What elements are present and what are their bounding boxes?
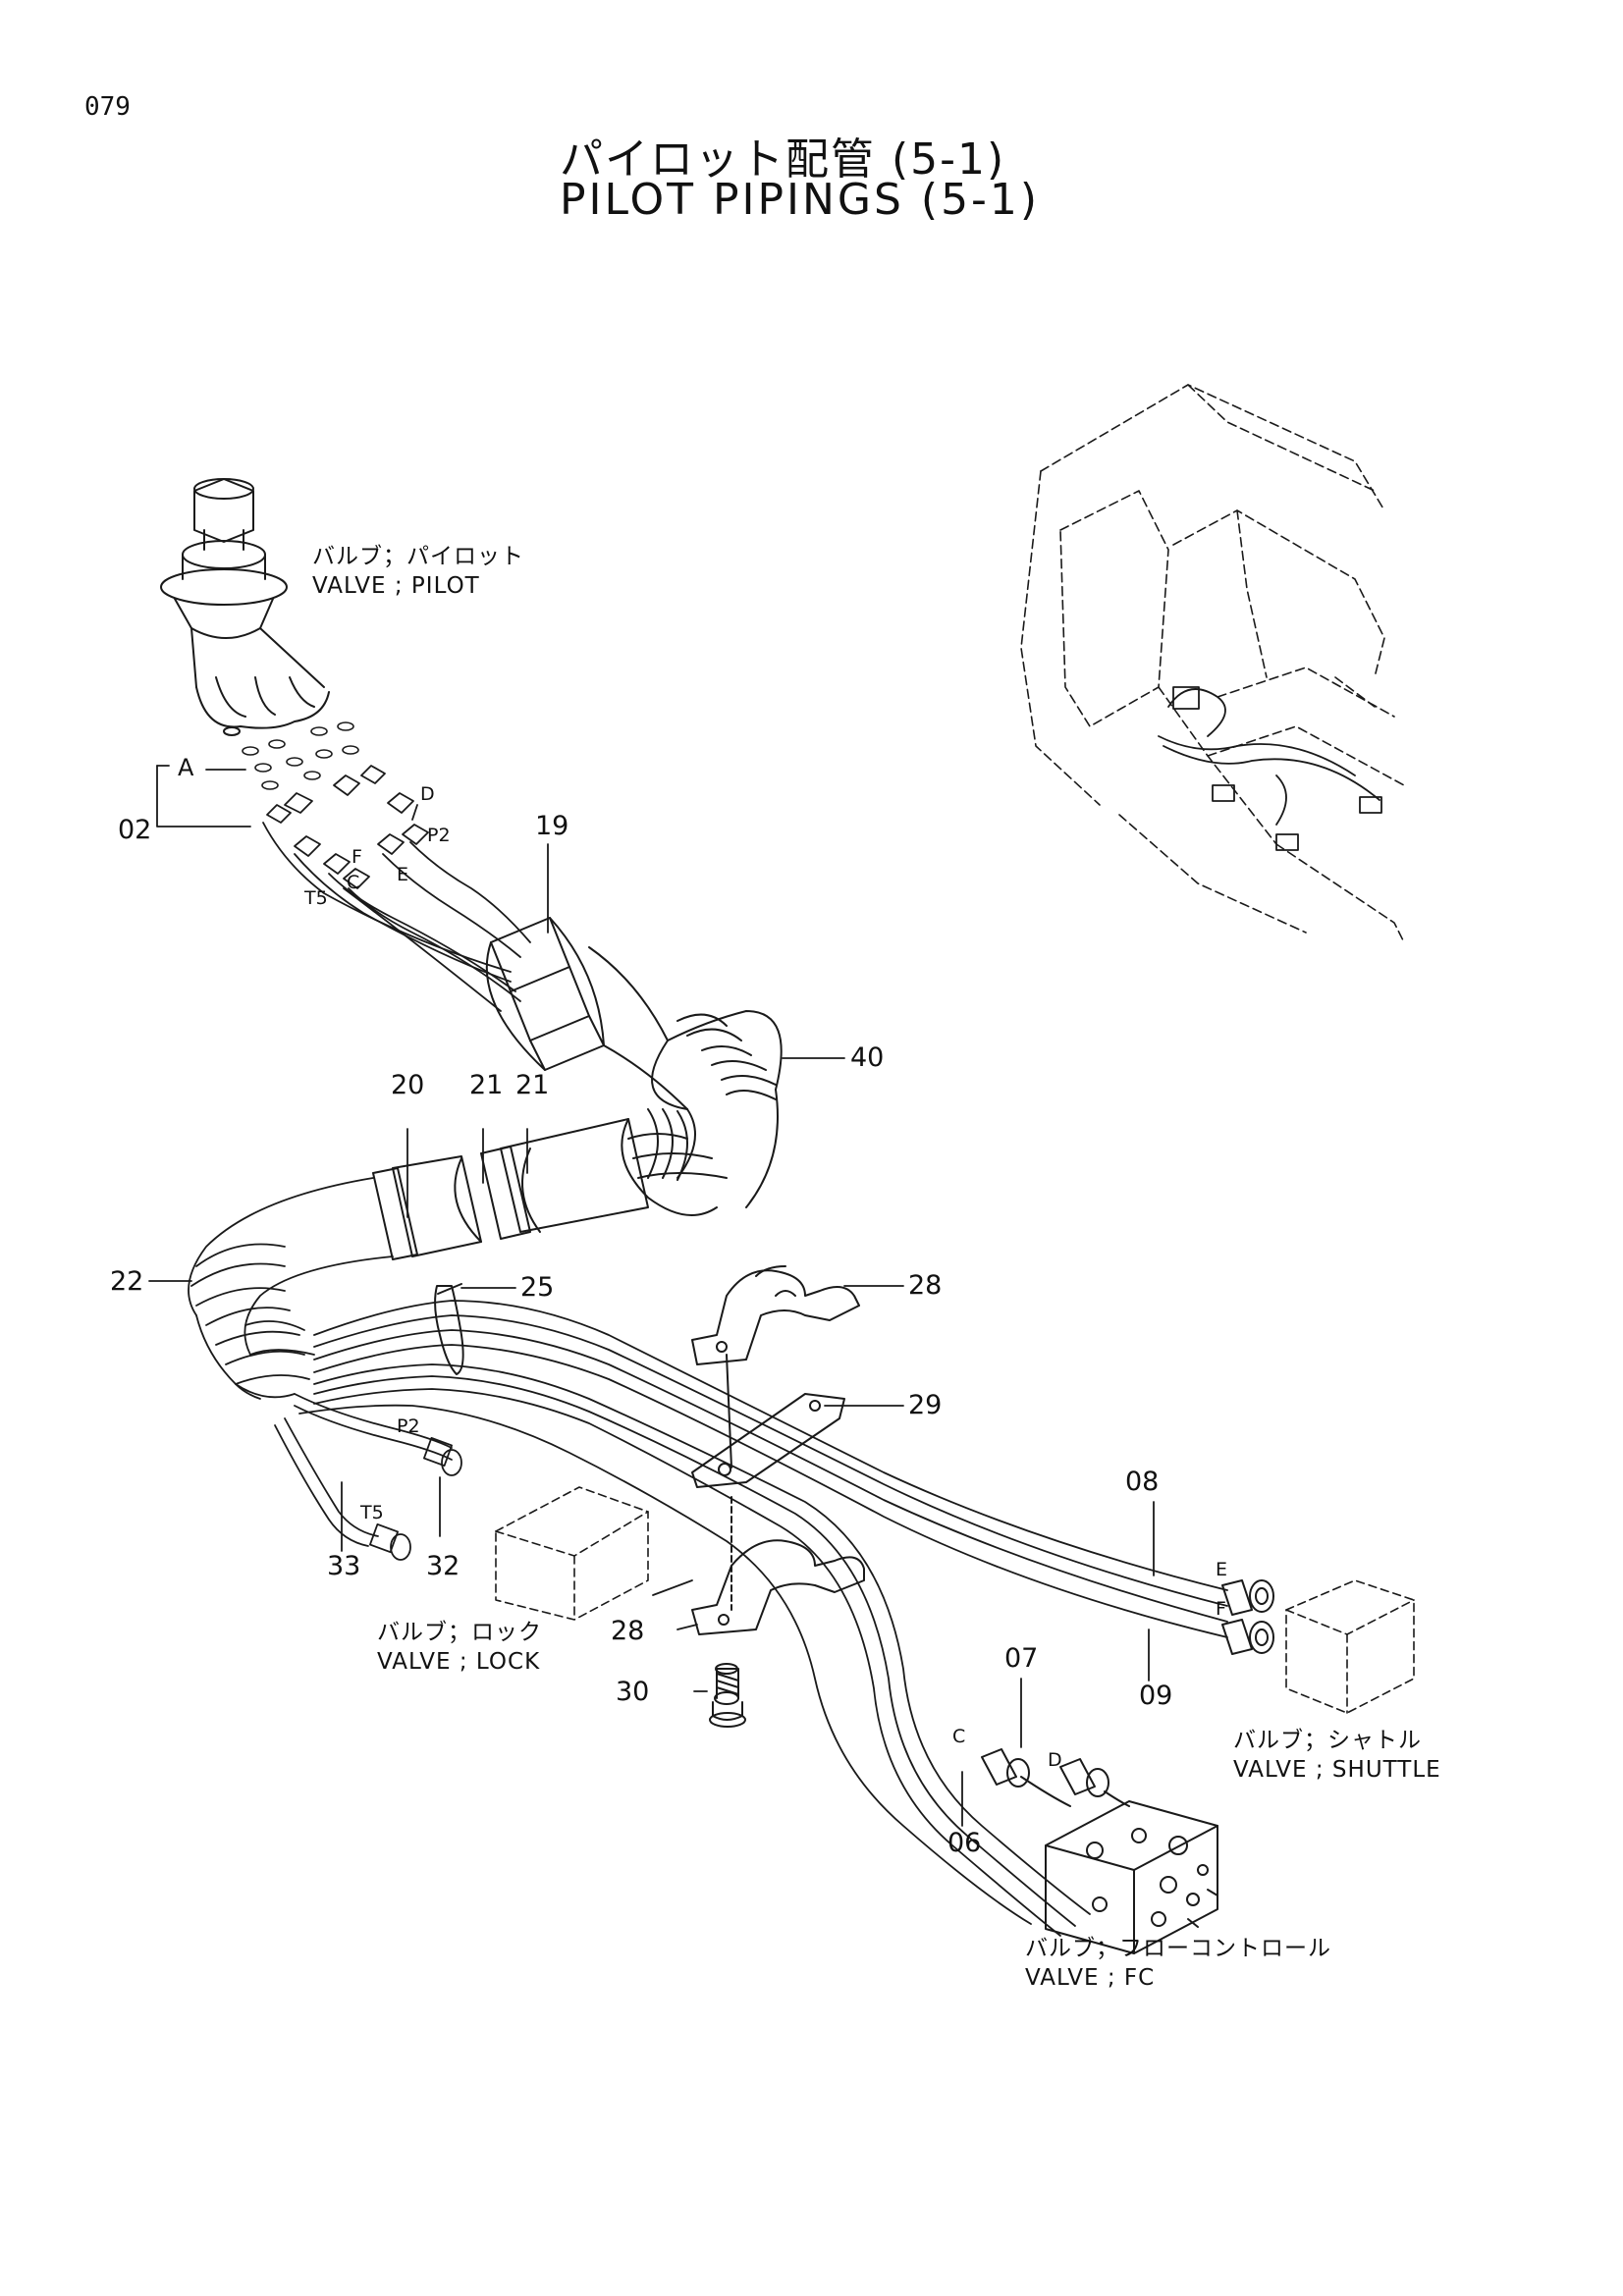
title-japanese: パイロット配管 (5-1) [560, 134, 1006, 185]
callout-32: 32 [426, 1551, 460, 1581]
port-label-c-low: C [952, 1726, 966, 1747]
port-label-d-low: D [1048, 1749, 1062, 1771]
pilot-valve-drawing [160, 478, 330, 736]
port-label-e-top: E [397, 864, 409, 885]
callout-02: 02 [118, 815, 152, 845]
callout-06: 06 [947, 1828, 982, 1858]
bolt-30 [709, 1663, 746, 1728]
label-valve-shuttle-jp: バルブ；シャトル [1233, 1728, 1422, 1753]
callout-19: 19 [535, 811, 569, 841]
title-english: PILOT PIPINGS (5-1) [560, 175, 1041, 225]
cab-sketch [1020, 384, 1405, 943]
page-number: 079 [84, 92, 131, 122]
fittings-top [266, 765, 429, 889]
port-label-e-right: E [1216, 1559, 1228, 1580]
o-rings [242, 721, 359, 790]
callout-09: 09 [1139, 1681, 1173, 1711]
callout-28-upper: 28 [908, 1270, 943, 1301]
hoses-lock-valve [274, 1393, 462, 1561]
port-label-f-right: F [1216, 1598, 1226, 1620]
plate-29 [691, 1354, 845, 1488]
callout-40: 40 [850, 1042, 885, 1073]
label-valve-lock-jp: バルブ；ロック [377, 1620, 542, 1645]
port-label-c-top: C [347, 872, 360, 893]
callout-07: 07 [1004, 1643, 1039, 1674]
label-valve-shuttle-en: VALVE ; SHUTTLE [1233, 1757, 1441, 1783]
callout-25: 25 [520, 1272, 555, 1303]
hose-bundle-upper [262, 822, 531, 1012]
clamp-28-upper [691, 1265, 860, 1365]
shuttle-valve-box [1285, 1579, 1415, 1714]
fc-valve-block [1045, 1800, 1218, 1954]
sleeve-19 [485, 917, 605, 1071]
port-label-d-top: D [420, 783, 435, 805]
clamp-25 [434, 1283, 464, 1375]
label-valve-lock: バルブ；ロック VALVE ; LOCK [377, 1618, 542, 1677]
corrugated-tube-40 [588, 946, 783, 1216]
port-label-t5-low: T5 [360, 1502, 384, 1523]
hose-bundle-main [298, 1300, 1228, 1937]
port-label-p2-low: P2 [397, 1415, 420, 1437]
callout-29: 29 [908, 1390, 943, 1420]
callout-08: 08 [1125, 1467, 1160, 1497]
leader-lines [148, 765, 1155, 1827]
callout-21-right: 21 [515, 1070, 550, 1100]
fittings-shuttle [1221, 1579, 1274, 1655]
port-label-t5-top: T5 [304, 887, 328, 909]
sleeves-20-21 [372, 1118, 649, 1260]
callout-28-lower: 28 [611, 1616, 645, 1646]
lock-valve-box [495, 1486, 649, 1621]
label-valve-pilot-en: VALVE ; PILOT [312, 573, 480, 599]
port-label-p2-top: P2 [427, 825, 451, 846]
callout-22: 22 [110, 1266, 144, 1297]
label-valve-fc-jp: バルブ；フローコントロール [1025, 1936, 1331, 1961]
port-label-f-top: F [352, 846, 362, 868]
label-valve-pilot-jp: バルブ；パイロット [312, 544, 524, 569]
clamp-28-lower [691, 1496, 865, 1635]
fittings-fc [981, 1748, 1130, 1807]
label-valve-lock-en: VALVE ; LOCK [377, 1649, 541, 1675]
callout-33: 33 [327, 1551, 361, 1581]
callout-30: 30 [616, 1677, 650, 1707]
cab-harness [1158, 686, 1382, 851]
callout-20: 20 [391, 1070, 425, 1100]
coil-protector-22 [188, 1177, 394, 1400]
callout-21-left: 21 [469, 1070, 504, 1100]
label-valve-pilot: バルブ；パイロット VALVE ; PILOT [312, 542, 524, 601]
label-valve-fc: バルブ；フローコントロール VALVE ; FC [1025, 1934, 1331, 1993]
label-valve-fc-en: VALVE ; FC [1025, 1965, 1156, 1991]
port-label-a: A [178, 754, 194, 781]
label-valve-shuttle: バルブ；シャトル VALVE ; SHUTTLE [1233, 1726, 1441, 1785]
